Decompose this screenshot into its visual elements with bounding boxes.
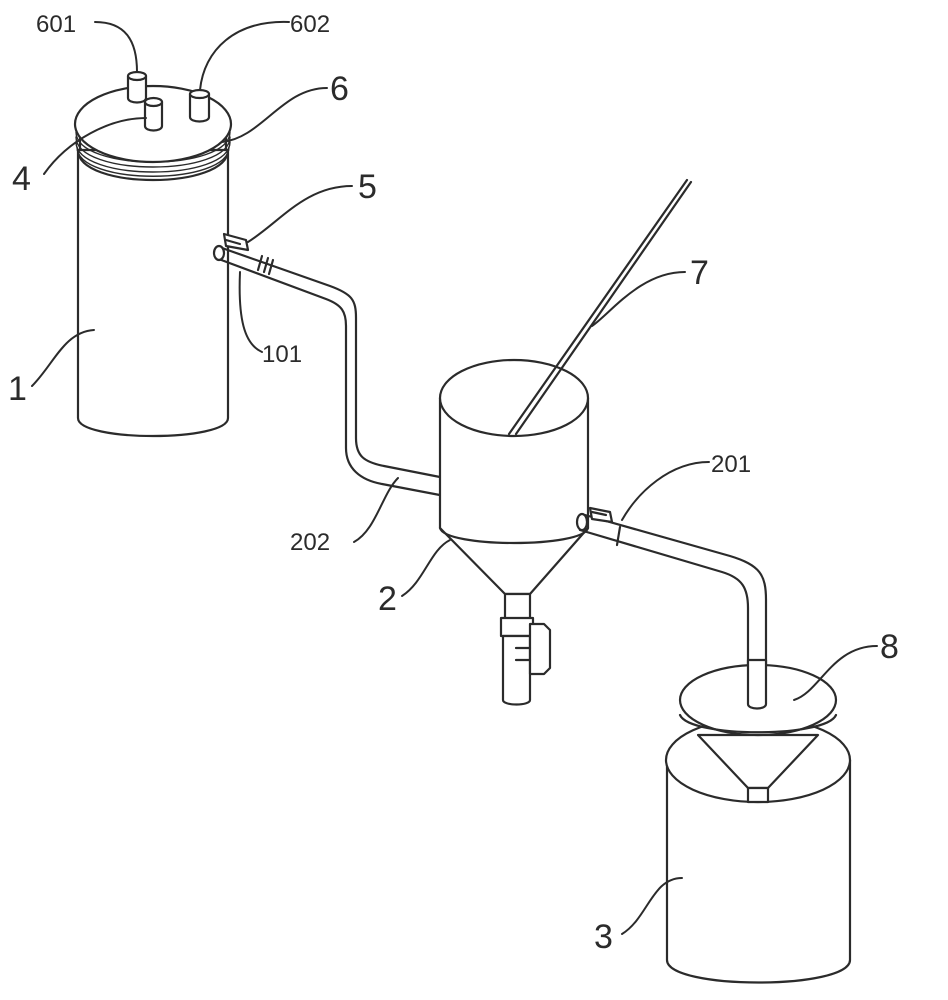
leader-7 (591, 271, 686, 327)
port-4 (143, 96, 164, 132)
port-602 (188, 88, 211, 123)
leader-3 (621, 877, 683, 935)
funnel-8 (678, 658, 838, 804)
leader-601 (94, 21, 138, 73)
label-2: 2 (378, 580, 397, 618)
leader-201 (621, 461, 710, 521)
pipe-101-to-202 (212, 232, 447, 498)
vessel-2 (438, 358, 590, 706)
label-6: 6 (330, 70, 349, 108)
pipe-201-to-funnel (575, 506, 768, 702)
leader-602 (199, 20, 290, 91)
leader-6 (221, 87, 328, 143)
label-1: 1 (8, 370, 27, 408)
label-602: 602 (290, 11, 330, 38)
port-601 (126, 70, 148, 104)
leader-5 (247, 185, 353, 243)
label-8: 8 (880, 628, 899, 666)
leader-202 (353, 477, 399, 543)
label-201: 201 (711, 451, 751, 478)
label-601: 601 (36, 11, 76, 38)
label-3: 3 (594, 918, 613, 956)
label-202: 202 (290, 529, 330, 556)
leader-1 (31, 329, 95, 387)
leader-8 (793, 645, 878, 701)
label-5: 5 (358, 168, 377, 206)
label-7: 7 (690, 254, 709, 292)
leader-4 (43, 117, 147, 175)
label-4: 4 (12, 160, 31, 198)
label-101: 101 (262, 341, 302, 368)
container-1 (73, 70, 233, 438)
leader-2 (401, 539, 451, 597)
leader-101 (238, 271, 263, 353)
stirring-rod-7 (507, 178, 693, 436)
